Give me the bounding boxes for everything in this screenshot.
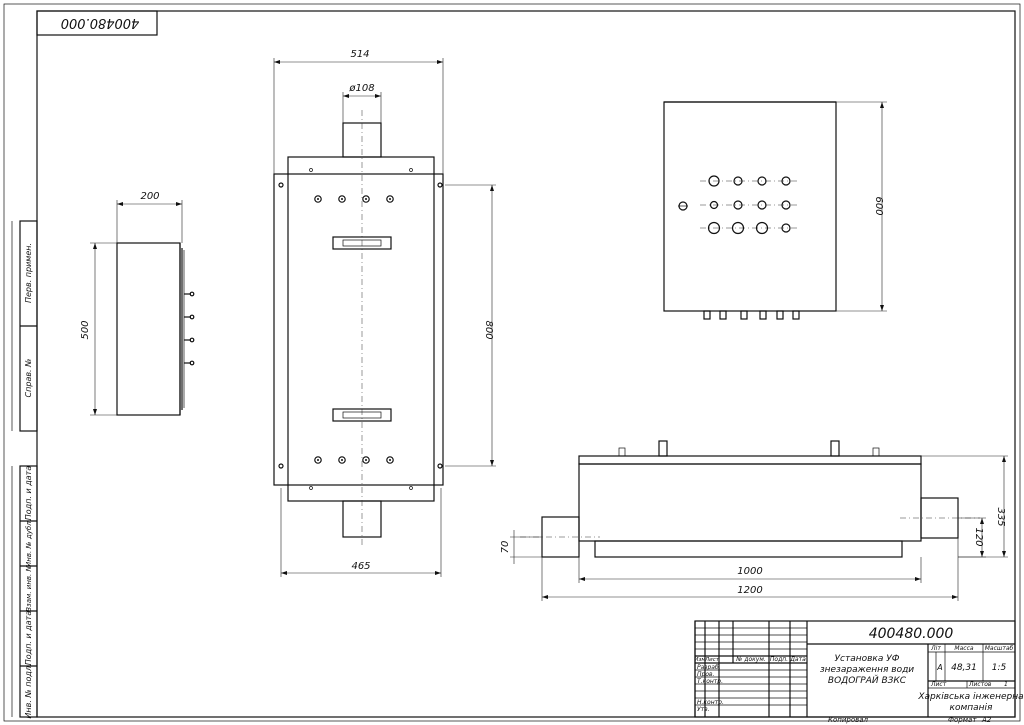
stamp-sprav-no: Справ. №: [24, 359, 33, 398]
title-line-3: ВОДОГРАЙ ВЗКС: [828, 674, 907, 686]
hdr-data: Дата: [789, 656, 806, 663]
role-tkontr: Т.контр.: [697, 678, 723, 685]
company-line-1: Харківська інженерна: [917, 692, 1023, 702]
label-lit: Літ: [930, 645, 941, 652]
side-stamp-column: Перв. примен. Справ. № Подп. и дата Инв.…: [11, 220, 38, 719]
dim-bottom-1000: 1000: [737, 566, 762, 577]
dim-front-bottom: 465: [351, 561, 370, 572]
title-drawing-number: 400480.000: [869, 626, 954, 642]
dim-side-width: 200: [140, 191, 159, 202]
dim-side-height: 500: [80, 320, 91, 339]
label-masshtab: Масштаб: [985, 645, 1014, 652]
dim-panel-height: 600: [873, 196, 884, 215]
side-view: 200 500: [80, 191, 195, 416]
value-listov: 1: [1004, 681, 1008, 688]
label-format: Формат: [948, 716, 977, 724]
role-utv: Утв.: [697, 706, 710, 713]
title-line-2: знезараження води: [820, 665, 914, 675]
stamp-perv-primen: Перв. примен.: [24, 243, 33, 303]
stamp-podp-data-2: Подп. и дата: [24, 611, 33, 666]
dim-pipe-diameter: ø108: [348, 83, 374, 94]
value-format: А2: [981, 716, 992, 724]
stamp-podp-data-1: Подп. и дата: [24, 466, 33, 521]
control-panel-view: 600: [663, 101, 887, 320]
dim-front-top: 514: [350, 49, 369, 60]
title-line-1: Установка УФ: [835, 654, 900, 664]
hdr-no-dokum: № докум.: [735, 656, 766, 663]
value-masshtab: 1:5: [992, 663, 1007, 673]
label-kopiroval: Копировал: [828, 716, 869, 724]
mirrored-drawing-number: 400480.000: [61, 15, 140, 30]
role-nkontr: Н.контр.: [697, 699, 724, 706]
mirrored-number-box: 400480.000: [36, 10, 158, 36]
value-massa: 48,31: [951, 663, 977, 673]
role-prov: Пров.: [697, 671, 715, 678]
dim-bottom-1200: 1200: [737, 585, 762, 596]
hdr-list: Лист: [704, 657, 720, 663]
label-listov: Листов: [968, 681, 992, 688]
stamp-vzam-inv: Взам. инв. №: [25, 564, 33, 612]
front-view: 514 ø108 800 465: [273, 49, 496, 577]
role-razrab: Разраб.: [697, 664, 721, 671]
stamp-inv-dubl: Инв. № дубл.: [25, 519, 33, 567]
stamp-inv-podl: Инв. № подл.: [24, 663, 33, 718]
dim-bottom-335: 335: [995, 507, 1006, 526]
hdr-podp: Подп.: [770, 656, 788, 663]
dim-bottom-70: 70: [500, 541, 511, 554]
dim-bottom-120: 120: [973, 527, 984, 546]
hdr-izm: Изм: [694, 657, 705, 663]
outer-border: [3, 3, 1021, 722]
title-block: Изм Лист № докум. Подп. Дата Разраб. Про…: [694, 620, 1024, 718]
bottom-elevation-view: 1000 1200 335 120 70: [500, 440, 1008, 601]
label-massa: Масса: [954, 645, 973, 652]
label-list: Лист: [930, 681, 947, 688]
value-lit: А: [936, 663, 942, 672]
dim-front-mount: 800: [483, 320, 494, 339]
company-line-2: компанія: [950, 703, 994, 713]
